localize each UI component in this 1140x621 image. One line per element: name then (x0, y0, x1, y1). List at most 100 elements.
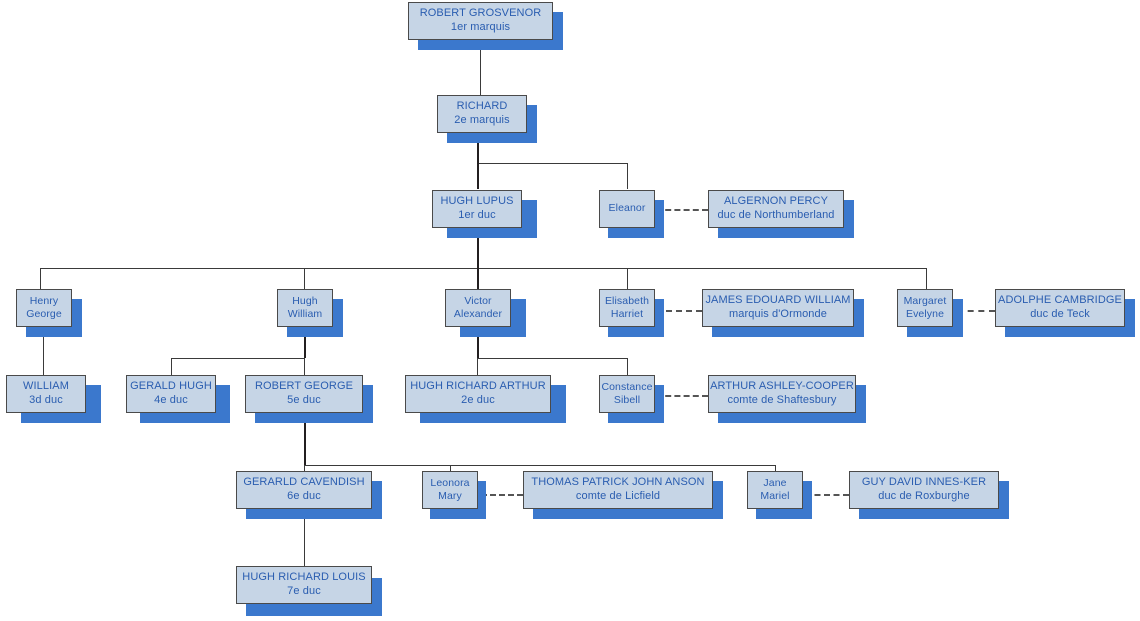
node-hugh-richard-louis[interactable]: HUGH RICHARD LOUIS 7e duc (236, 566, 372, 604)
connector-victor-down (477, 325, 479, 358)
connector-robertgeorge-bus (304, 465, 775, 466)
node-line2: 3d duc (29, 394, 63, 406)
node-line2: 1er duc (458, 209, 496, 221)
node-constance-sibell[interactable]: Constance Sibell (599, 375, 655, 413)
node-elisabeth-harriet[interactable]: Elisabeth Harriet (599, 289, 655, 327)
node-henry-george[interactable]: Henry George (16, 289, 72, 327)
node-line2: Alexander (453, 308, 503, 320)
node-adolphe-cambridge[interactable]: ADOLPHE CAMBRIDGE duc de Teck (995, 289, 1125, 327)
node-line1: HUGH LUPUS (440, 195, 514, 208)
node-line2: William (287, 308, 323, 320)
node-guy-david-innes-ker[interactable]: GUY DAVID INNES-KER duc de Roxburghe (849, 471, 999, 509)
node-line1: GUY DAVID INNES-KER (861, 476, 987, 489)
node-hugh-lupus[interactable]: HUGH LUPUS 1er duc (432, 190, 522, 228)
node-line1: Hugh (292, 294, 318, 307)
node-thomas-patrick-john-anson[interactable]: THOMAS PATRICK JOHN ANSON comte de Licfi… (523, 471, 713, 509)
node-line2: marquis d'Ormonde (729, 308, 827, 320)
node-line2: comte de Licfield (575, 490, 661, 502)
node-line2: duc de Teck (1030, 308, 1090, 320)
node-line2: 1er marquis (450, 21, 511, 33)
node-line1: WILLIAM (23, 380, 69, 393)
node-line1: JAMES EDOUARD WILLIAM (705, 294, 851, 307)
node-line1: ARTHUR ASHLEY-COOPER (710, 380, 854, 393)
node-line1: ALGERNON PERCY (723, 195, 829, 208)
node-line1: Henry (29, 294, 59, 307)
node-line2: comte de Shaftesbury (727, 394, 837, 406)
node-victor-alexander[interactable]: Victor Alexander (445, 289, 511, 327)
connector-hughlupus-down (477, 224, 479, 268)
connector-victor-bus (477, 358, 628, 359)
connector-to-hugh-william (304, 268, 305, 289)
node-arthur-ashley-cooper[interactable]: ARTHUR ASHLEY-COOPER comte de Shaftesbur… (708, 375, 856, 413)
connector-to-hugh-richard-arthur (477, 358, 478, 375)
node-line2: Sibell (613, 394, 641, 406)
node-line1: RICHARD (456, 100, 508, 113)
node-william[interactable]: WILLIAM 3d duc (6, 375, 86, 413)
connector-to-victor-alexander (477, 268, 479, 289)
node-line1: Jane (763, 476, 787, 489)
node-eleanor[interactable]: Eleanor (599, 190, 655, 228)
node-line2: Mariel (760, 490, 790, 502)
connector-robert-to-richard (480, 40, 481, 98)
node-line2: Mary (438, 490, 462, 502)
connector-richard-bus (477, 163, 628, 164)
connector-hughwilliam-bus (171, 358, 305, 359)
marriage-eleanor-algernon (656, 209, 708, 211)
marriage-constance-arthur (656, 395, 708, 397)
connector-to-margaret-evelyne (926, 268, 927, 289)
node-line1: Margaret (903, 294, 947, 307)
node-robert-george[interactable]: ROBERT GEORGE 5e duc (245, 375, 363, 413)
node-line2: Harriet (610, 308, 644, 320)
node-line1: GERALD HUGH (130, 380, 212, 393)
node-line2: 7e duc (287, 585, 321, 597)
connector-hughwilliam-down (304, 325, 306, 358)
node-line2: 5e duc (287, 394, 321, 406)
node-margaret-evelyne[interactable]: Margaret Evelyne (897, 289, 953, 327)
node-jane-mariel[interactable]: Jane Mariel (747, 471, 803, 509)
connector-richard-down (477, 135, 479, 163)
connector-henry-to-william (43, 325, 44, 375)
node-gerarld-cavendish[interactable]: GERARLD CAVENDISH 6e duc (236, 471, 372, 509)
node-line1: ADOLPHE CAMBRIDGE (998, 294, 1122, 307)
connector-to-gerald-hugh (171, 358, 172, 375)
marriage-jane-guy (805, 494, 849, 496)
node-line1: Victor (464, 294, 492, 307)
node-line2: 6e duc (287, 490, 321, 502)
connector-to-eleanor (627, 163, 628, 189)
node-robert-grosvenor[interactable]: ROBERT GROSVENOR 1er marquis (408, 2, 553, 40)
connector-to-hugh-lupus (477, 163, 479, 189)
node-line2: duc de Northumberland (717, 209, 835, 221)
node-line1: ROBERT GEORGE (254, 380, 354, 393)
node-line1: HUGH RICHARD ARTHUR (410, 380, 546, 393)
node-line1: Constance (601, 380, 653, 393)
marriage-elisabeth-james (656, 310, 702, 312)
node-line2: 2e duc (461, 394, 495, 406)
node-line2: 4e duc (154, 394, 188, 406)
connector-to-constance-sibell (627, 358, 628, 375)
node-line2: duc de Roxburghe (878, 490, 970, 502)
node-leonora-mary[interactable]: Leonora Mary (422, 471, 478, 509)
node-gerald-hugh[interactable]: GERALD HUGH 4e duc (126, 375, 216, 413)
node-hugh-william[interactable]: Hugh William (277, 289, 333, 327)
node-james-edouard-william[interactable]: JAMES EDOUARD WILLIAM marquis d'Ormonde (702, 289, 854, 327)
node-line1: Elisabeth (604, 294, 650, 307)
node-line1: Eleanor (608, 202, 646, 215)
node-line1: GERARLD CAVENDISH (243, 476, 365, 489)
node-line1: HUGH RICHARD LOUIS (242, 571, 366, 584)
connector-robertgeorge-down (304, 421, 306, 465)
connector-to-elisabeth-harriet (627, 268, 628, 289)
node-line1: THOMAS PATRICK JOHN ANSON (531, 476, 705, 489)
node-line1: Leonora (430, 476, 470, 489)
connector-hughlupus-bus (40, 268, 927, 269)
connector-to-henry-george (40, 268, 41, 289)
node-line1: ROBERT GROSVENOR (419, 7, 542, 20)
node-hugh-richard-arthur[interactable]: HUGH RICHARD ARTHUR 2e duc (405, 375, 551, 413)
node-richard[interactable]: RICHARD 2e marquis (437, 95, 527, 133)
node-line2: Evelyne (905, 308, 945, 320)
node-line2: George (26, 308, 62, 320)
connector-to-robert-george (304, 358, 305, 375)
node-algernon-percy[interactable]: ALGERNON PERCY duc de Northumberland (708, 190, 844, 228)
connector-gerarld-to-hugh-louis (304, 513, 305, 566)
node-line2: 2e marquis (454, 114, 510, 126)
